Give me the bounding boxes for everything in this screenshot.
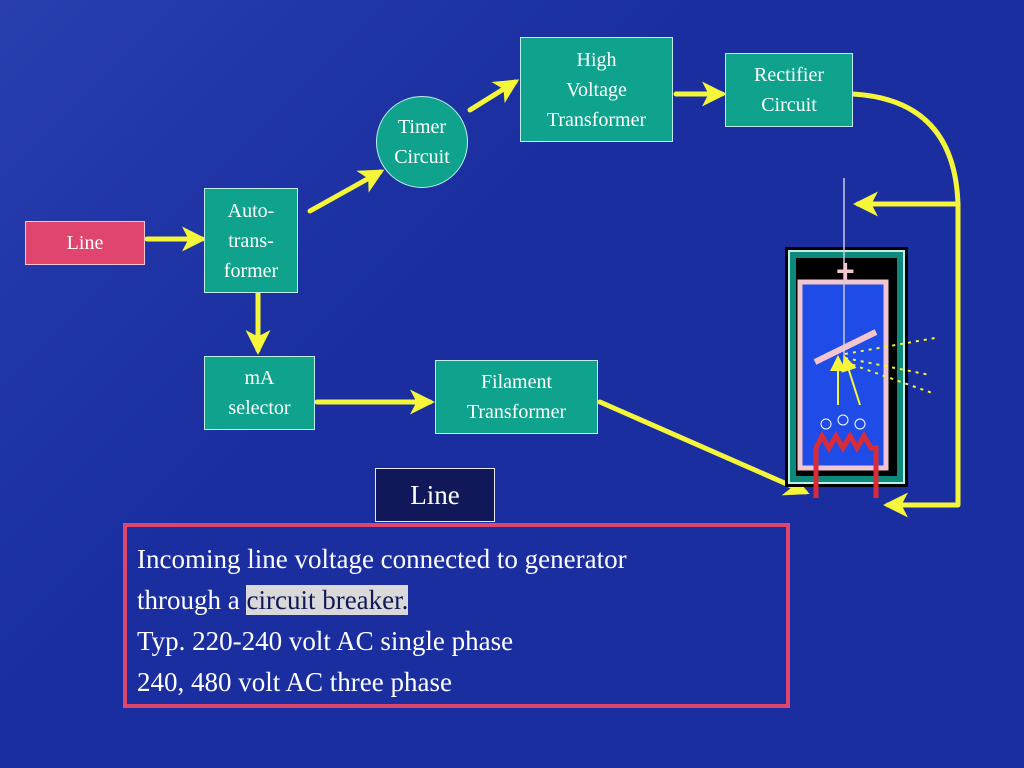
arrow-timer-to-hv-transformer	[467, 79, 520, 113]
circuit-breaker-highlight: circuit breaker.	[246, 585, 409, 615]
ma-selector-box: mA selector	[204, 356, 315, 430]
autotransformer-label-1: Auto-	[227, 199, 275, 222]
ma-label-2: selector	[228, 397, 291, 419]
line-input-box: Line	[25, 221, 145, 265]
timer-label-2: Circuit	[394, 146, 450, 168]
note-line-2: through a circuit breaker.	[137, 580, 786, 621]
rectifier-circuit-box: Rectifier Circuit	[725, 53, 853, 127]
xray-beam	[844, 337, 936, 395]
hv-transformer-box: High Voltage Transformer	[520, 37, 673, 142]
hv-label-2: Voltage	[566, 78, 627, 101]
arrow-filament-to-tube	[597, 399, 810, 496]
anode-target	[813, 329, 878, 365]
note-line-1: Incoming line voltage connected to gener…	[137, 544, 627, 574]
ma-label-1: mA	[244, 367, 275, 389]
note-line-4: 240, 480 volt AC three phase	[137, 667, 452, 697]
hv-label-1: High	[576, 48, 617, 71]
note-line-2-prefix: through a	[137, 585, 247, 615]
timer-label-1: Timer	[397, 116, 447, 138]
rectifier-label-2: Circuit	[761, 94, 817, 116]
filament-label-2: Transformer	[466, 401, 567, 423]
note-line-3: Typ. 220-240 volt AC single phase	[137, 626, 514, 656]
line-input-label: Line	[66, 232, 104, 254]
xray-tube: +	[785, 178, 936, 498]
line-label-text: Line	[410, 479, 460, 510]
cathode-filament	[813, 430, 879, 498]
autotransformer-box: Auto- trans- former	[204, 188, 298, 293]
line-label-box: Line	[375, 468, 495, 522]
description-box: Incoming line voltage connected to gener…	[123, 523, 790, 708]
filament-transformer-box: Filament Transformer	[435, 360, 598, 434]
anode-plus-symbol: +	[836, 253, 855, 289]
electrons	[820, 414, 866, 430]
rectifier-label-1: Rectifier	[754, 64, 824, 86]
timer-circuit-node: Timer Circuit	[376, 96, 468, 188]
autotransformer-label-3: former	[223, 259, 279, 282]
autotransformer-label-2: trans-	[228, 229, 274, 252]
hv-label-3: Transformer	[546, 108, 647, 131]
filament-label-1: Filament	[480, 371, 553, 393]
rectifier-output-wire	[852, 91, 961, 505]
arrow-autotransformer-to-timer	[307, 169, 385, 214]
